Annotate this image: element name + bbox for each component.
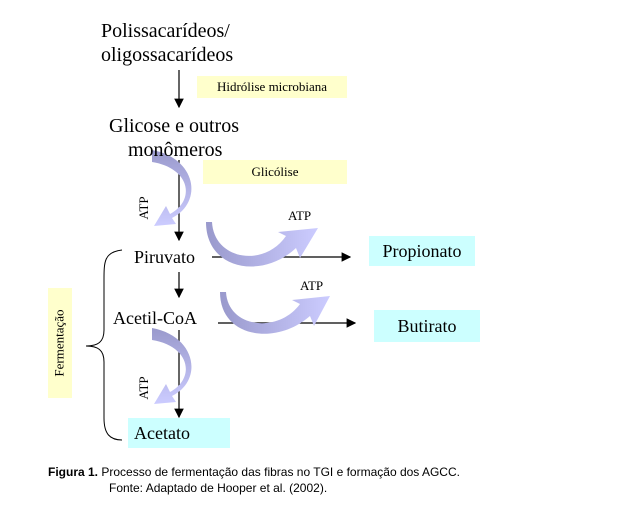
fermentation-brace [85,249,123,441]
label-atp-glycolysis: ATP [136,196,151,220]
node-glucose-line1: Glicose e outros [109,115,239,137]
caption-source: Fonte: Adaptado de Hooper et al. (2002). [109,481,328,495]
label-glycolysis: Glicólise [203,160,347,184]
node-butyrate: Butirato [374,310,480,342]
curved-atp-arrow-butyrate [220,292,330,334]
node-acetate-text: Acetato [134,423,190,443]
node-propionate: Propionato [369,236,475,266]
caption-line1: Figura 1. Processo de fermentação das fi… [48,464,460,480]
label-fermentation-text: Fermentação [52,309,68,377]
figure-caption: Figura 1. Processo de fermentação das fi… [48,464,460,496]
label-atp-acetate: ATP [136,376,151,400]
curved-atp-arrow-glycolysis [152,150,192,226]
node-pyruvate: Piruvato [134,247,195,267]
label-hydrolysis: Hidrólise microbiana [197,76,347,98]
node-polysaccharides-line2: oligossacarídeos [101,44,234,66]
node-acetyl-coa: Acetil-CoA [113,308,197,328]
node-butyrate-text: Butirato [397,316,457,336]
curved-atp-arrow-propionate [206,222,318,267]
caption-figure-text: Processo de fermentação das fibras no TG… [101,465,460,479]
caption-figure-label: Figura 1. [48,465,99,479]
node-acetate: Acetato [128,418,230,448]
node-polysaccharides-line1: Polissacarídeos/ [101,20,230,42]
label-fermentation: Fermentação [48,288,72,398]
label-hydrolysis-text: Hidrólise microbiana [216,79,328,94]
curved-atp-arrow-acetate [152,328,192,404]
node-propionate-text: Propionato [382,241,462,261]
label-atp-propionate: ATP [288,208,312,223]
label-atp-butyrate: ATP [300,278,324,293]
node-glucose-line2: monômeros [128,139,223,161]
label-glycolysis-text: Glicólise [251,164,299,179]
